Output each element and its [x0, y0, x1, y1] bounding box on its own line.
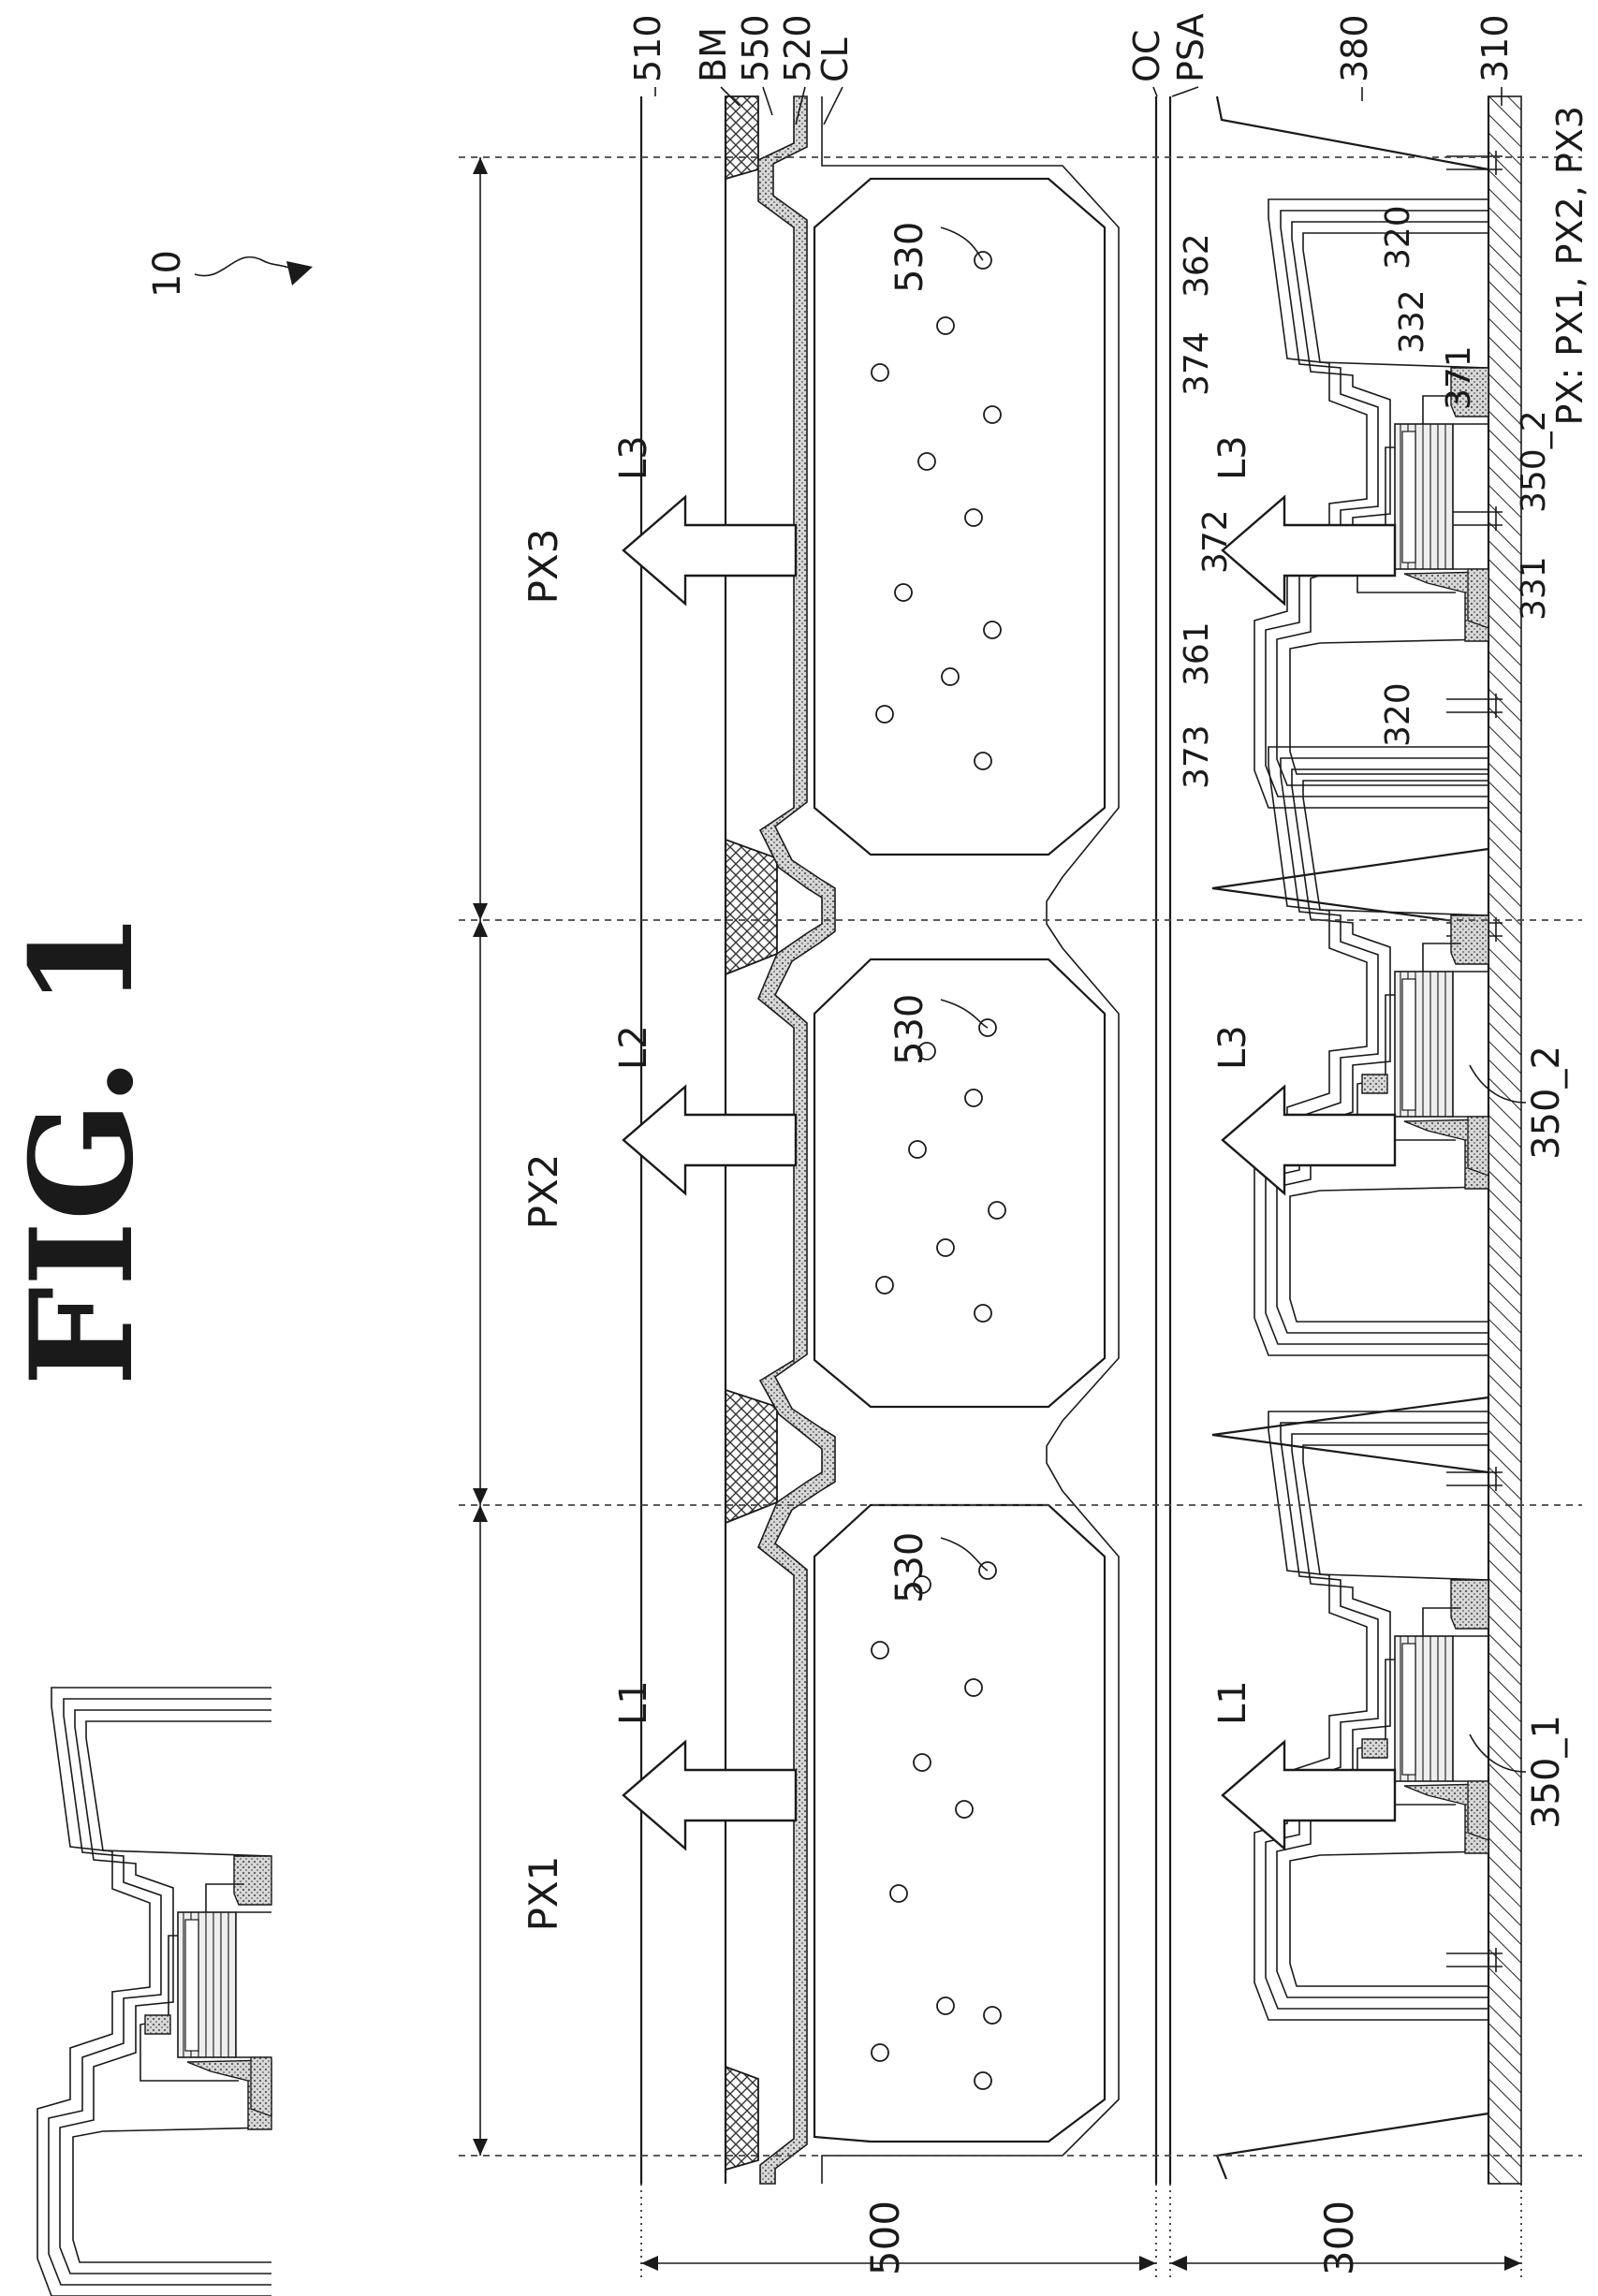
light-label-upper-px2: L2	[612, 1025, 655, 1070]
svg-text:CL: CL	[814, 37, 856, 82]
svg-text:320: 320	[1379, 682, 1417, 747]
stack-label-300: 300	[1316, 2201, 1362, 2275]
light-label-upper-px3: L3	[612, 435, 655, 480]
svg-text:361: 361	[1178, 622, 1216, 686]
pixel-label-px2: PX2	[520, 1154, 566, 1230]
partition-wall	[1212, 1397, 1488, 1472]
svg-text:374: 374	[1178, 331, 1216, 396]
svg-text:510: 510	[627, 14, 668, 82]
black-matrix-block	[726, 2067, 758, 2170]
stack-label-500: 500	[862, 2201, 908, 2275]
light-label-lower-px1: L1	[1211, 1680, 1254, 1725]
svg-text:PSA: PSA	[1170, 13, 1211, 82]
svg-text:BM: BM	[693, 27, 734, 82]
black-matrix-block	[726, 840, 777, 974]
light-arrow	[1223, 1087, 1395, 1193]
svg-text:550: 550	[735, 14, 776, 82]
partition-wall	[1217, 96, 1488, 169]
pixel-label-px1: PX1	[520, 1856, 566, 1932]
layer-label-leaders	[655, 87, 1502, 124]
pixel-label-px3: PX3	[520, 529, 566, 605]
scatterer-particles	[872, 252, 1005, 2089]
svg-text:332: 332	[1393, 289, 1431, 354]
partition-wall	[1217, 2113, 1488, 2179]
capping-layer-cl	[822, 96, 1119, 2184]
device-ref-label: 10	[146, 250, 189, 298]
conversion-pattern-px3	[814, 179, 1105, 855]
figure-title: FIG. 1	[0, 911, 165, 1386]
svg-text:520: 520	[777, 14, 818, 82]
svg-text:OC: OC	[1126, 30, 1167, 82]
particle-label: 530	[888, 994, 931, 1065]
emitter-label-px1: 350_1	[1525, 1715, 1568, 1829]
layer-310-substrate	[1488, 96, 1521, 2184]
light-label-lower-px2: L3	[1211, 1025, 1254, 1070]
conversion-pattern-px1	[814, 1505, 1105, 2142]
svg-text:362: 362	[1178, 233, 1216, 298]
black-matrix-block	[726, 96, 758, 179]
svg-text:380: 380	[1334, 14, 1375, 82]
svg-text:372: 372	[1196, 509, 1235, 574]
particle-label: 530	[888, 222, 931, 293]
svg-text:350_2: 350_2	[1515, 410, 1553, 513]
svg-text:373: 373	[1178, 724, 1216, 789]
device-ref-arrow	[195, 257, 300, 276]
light-label-lower-px3: L3	[1211, 435, 1254, 480]
black-matrix-block	[726, 1390, 777, 1523]
layer-label-column: 510 BM 550 520 CL OC PSA 380 310	[627, 13, 1516, 82]
device-ref-arrowhead	[286, 261, 313, 285]
legend-note: PX: PX1, PX2, PX3	[1549, 106, 1591, 426]
svg-text:331: 331	[1515, 556, 1553, 621]
particle-label: 530	[888, 1532, 931, 1603]
particle-leaders	[941, 227, 988, 1571]
light-label-upper-px1: L1	[612, 1680, 655, 1725]
light-emitting-element	[37, 1688, 271, 2296]
svg-text:320: 320	[1379, 205, 1417, 270]
emitter-label-px2: 350_2	[1525, 1046, 1568, 1160]
conversion-pattern-px2	[814, 959, 1105, 1407]
svg-text:371: 371	[1440, 345, 1478, 410]
light-arrow	[1223, 497, 1395, 604]
svg-text:310: 310	[1474, 14, 1516, 82]
